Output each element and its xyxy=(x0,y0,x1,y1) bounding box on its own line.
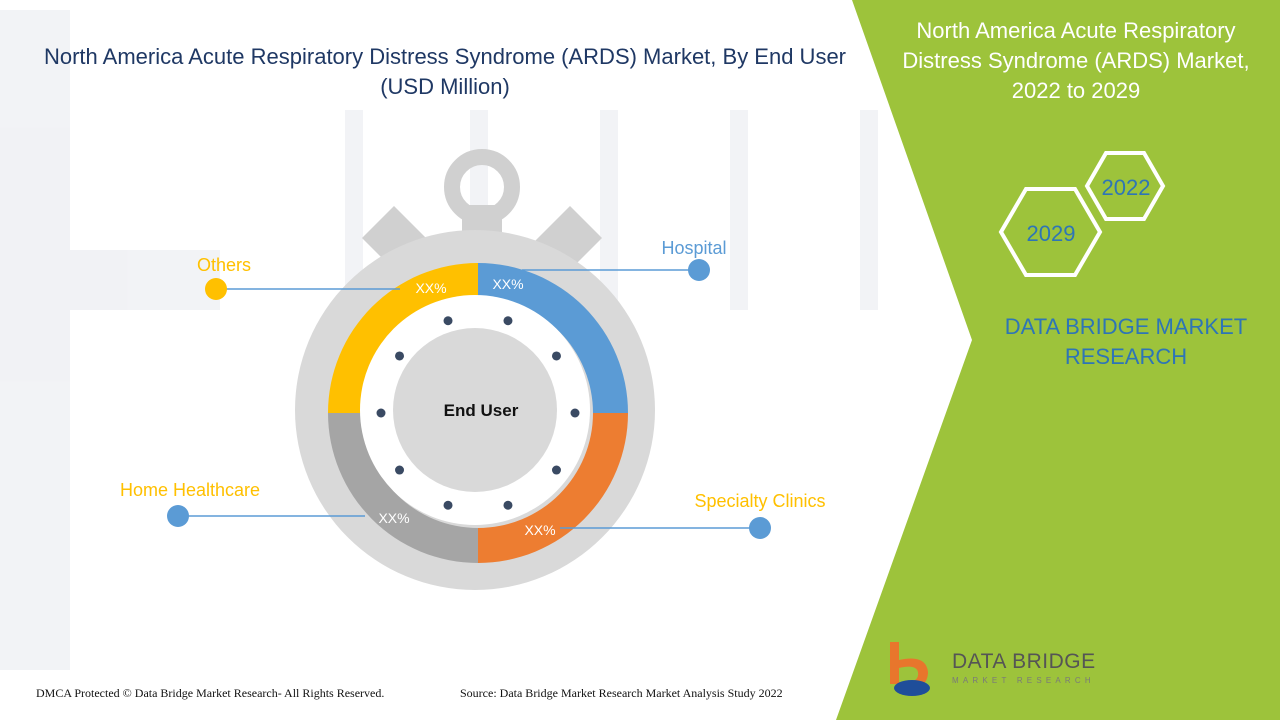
center-hub xyxy=(393,328,557,492)
dial-dot xyxy=(395,351,405,361)
dial-dot xyxy=(443,500,453,510)
value-label-home-healthcare: XX% xyxy=(378,510,409,526)
hexagon-2029 xyxy=(998,187,1103,277)
dial-dot xyxy=(443,316,453,326)
value-label-others: XX% xyxy=(415,280,446,296)
ring-segment-specialty-clinics xyxy=(478,413,628,563)
side-panel-brand: DATA BRIDGE MARKET RESEARCH xyxy=(1004,314,1248,369)
category-label-others: Others xyxy=(197,255,251,275)
value-label-hospital: XX% xyxy=(492,276,523,292)
dial-dot xyxy=(570,408,580,418)
logo-name: DATA BRIDGE xyxy=(952,650,1096,673)
dial-dot xyxy=(551,465,561,475)
center-label: End User xyxy=(444,401,519,420)
dial-dots xyxy=(376,316,580,510)
logo-icon xyxy=(890,642,930,696)
category-label-hospital: Hospital xyxy=(661,238,726,258)
category-label-specialty-clinics: Specialty Clinics xyxy=(694,491,825,511)
logo-tagline: MARKET RESEARCH xyxy=(952,676,1095,685)
copyright-notice: DMCA Protected © Data Bridge Market Rese… xyxy=(36,686,385,700)
dial-dot xyxy=(503,500,513,510)
dial-dot xyxy=(551,351,561,361)
value-label-specialty-clinics: XX% xyxy=(524,522,555,538)
year-start-label: 2022 xyxy=(1102,175,1151,200)
marker-specialty-clinics xyxy=(749,517,771,539)
year-end-label: 2029 xyxy=(1027,221,1076,246)
ring-segment-home-healthcare xyxy=(328,413,478,563)
dial-dot xyxy=(376,408,386,418)
dial-dot xyxy=(395,465,405,475)
page-title: North America Acute Respiratory Distress… xyxy=(43,44,847,99)
side-panel-title: North America Acute Respiratory Distress… xyxy=(902,18,1250,103)
source-note: Source: Data Bridge Market Research Mark… xyxy=(460,686,783,700)
side-panel xyxy=(836,0,1280,720)
category-label-home-healthcare: Home Healthcare xyxy=(120,480,260,500)
marker-home-healthcare xyxy=(167,505,189,527)
dial-dot xyxy=(503,316,513,326)
ring-segment-hospital xyxy=(478,263,628,413)
hexagon-2022 xyxy=(1084,151,1166,221)
marker-hospital xyxy=(688,259,710,281)
marker-others xyxy=(205,278,227,300)
